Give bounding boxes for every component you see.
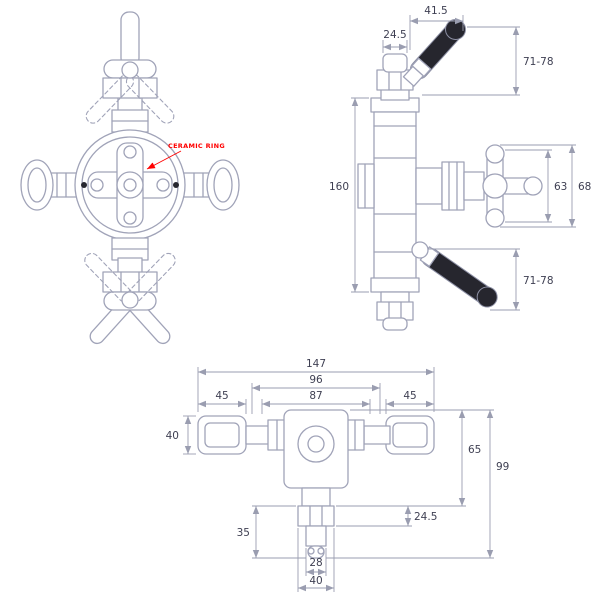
dim-spindle-width: 24.5 [383,29,406,41]
ceramic-ring-arrow [146,150,182,170]
dim-overall-width: 147 [306,358,326,370]
top-lever-handle [402,18,467,87]
dim-outlet-nut-height: 24.5 [414,511,437,523]
dim-union-centres: 96 [309,374,323,386]
dim-right-union: 45 [403,390,416,402]
handle-hub-bottom [121,291,139,309]
dim-outlet-drop: 35 [237,527,250,539]
crosshead-handle-top [85,11,175,133]
crosshead-handle-bottom [84,237,176,345]
plan-dimensions: 147 96 87 45 45 40 [166,358,509,592]
front-view: CERAMIC RING [20,11,240,345]
side-view: 41.5 24.5 71-78 160 63 68 [329,5,591,331]
side-dimensions: 41.5 24.5 71-78 160 63 68 [329,5,591,311]
handle-hub-top [121,61,139,79]
valve-body-front [20,129,240,241]
dim-overall-height: 99 [496,461,509,473]
plan-view: 147 96 87 45 45 40 [166,358,509,592]
wall-union-side [357,163,375,209]
dim-outlet-stem-width: 28 [309,557,322,569]
dim-handwheel-width: 63 [554,181,567,193]
dim-plan-body-height: 65 [468,444,481,456]
bottom-lever-hub [411,241,429,259]
dim-left-union: 45 [215,390,228,402]
dim-handwheel-overall: 68 [578,181,591,193]
plan-body [197,409,435,559]
dim-bottom-handle-length: 71-78 [523,275,554,287]
valve-body-side [357,53,420,331]
dim-outlet-nut-width: 40 [309,575,322,587]
ceramic-ring-label: CERAMIC RING [168,142,225,150]
dim-handle-reach: 41.5 [424,5,447,17]
ceramic-ring-annotation: CERAMIC RING [146,142,225,170]
handwheel-side [415,144,543,228]
dim-top-handle-length: 71-78 [523,56,554,68]
index-dot-right [173,182,179,188]
dim-flange-height: 40 [166,430,179,442]
index-dot-left [81,182,87,188]
wall-flange-right [206,159,240,211]
dim-body-height: 160 [329,181,349,193]
outlet-nut [297,505,335,527]
handwheel-hub [482,173,508,199]
wall-flange-left [20,159,54,211]
bottom-lever-handle [419,246,498,308]
dim-body-width: 87 [309,390,322,402]
